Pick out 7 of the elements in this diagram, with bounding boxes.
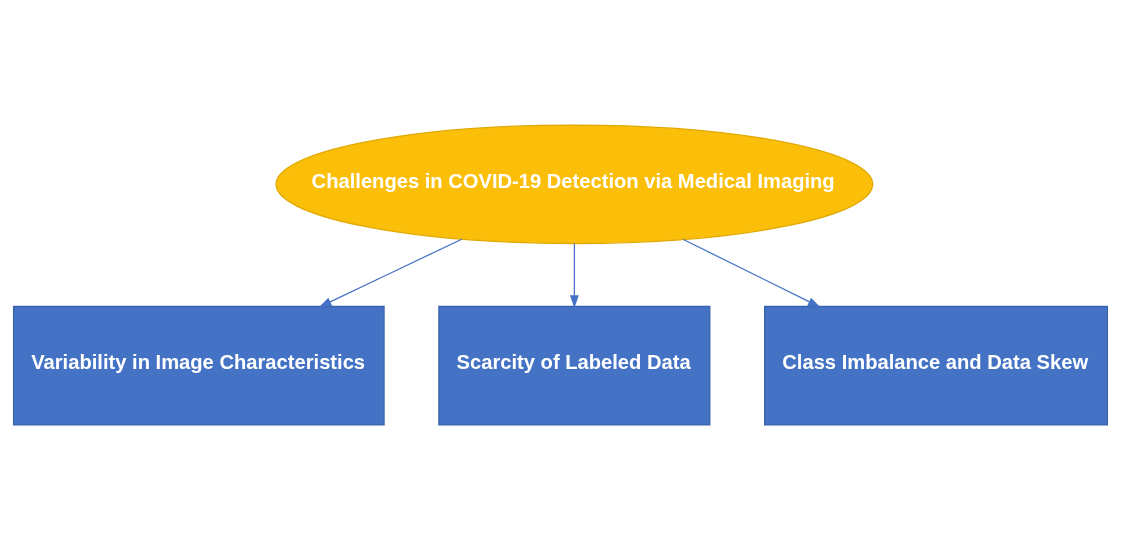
arrow xyxy=(682,238,821,307)
node-box: Class Imbalance and Data Skew xyxy=(764,305,1109,426)
arrow xyxy=(318,238,463,307)
node-ellipse: Challenges in COVID-19 Detection via Medical Imaging xyxy=(275,123,874,244)
node-box: Variability in Image Characteristics xyxy=(12,305,385,426)
arrow xyxy=(569,242,579,308)
node-box: Scarcity of Labeled Data xyxy=(438,305,711,426)
